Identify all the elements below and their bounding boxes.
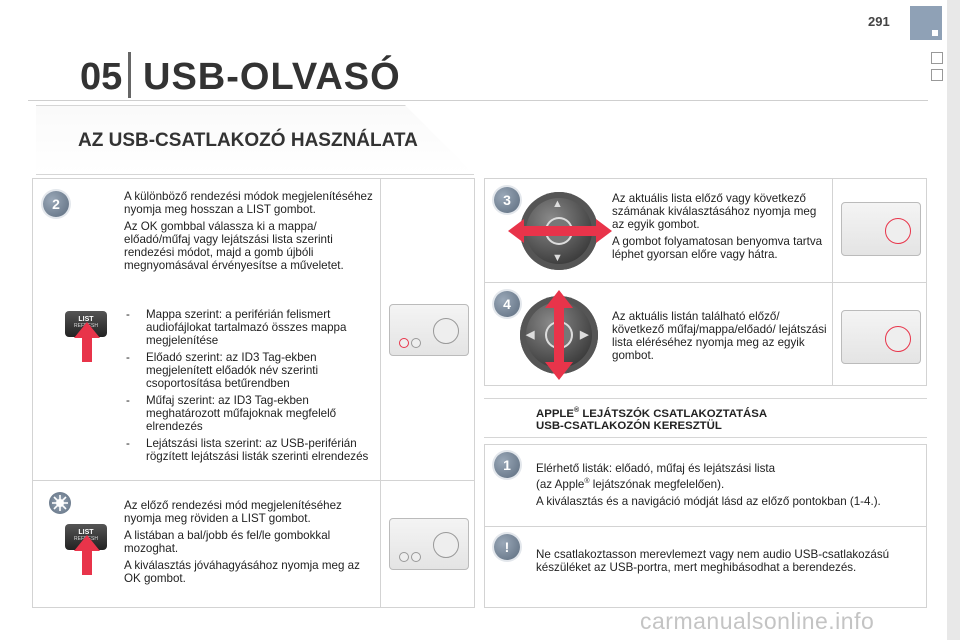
chapter-divider [128, 52, 131, 98]
left-intro: A különböző rendezési módok megjelenítés… [124, 190, 374, 276]
press-arrow-icon [74, 322, 100, 362]
step3-text-1: Az aktuális lista előző vagy következő s… [612, 192, 817, 231]
radio-illustration-4 [833, 300, 927, 376]
warning-text: Ne csatlakoztasson merevlemezt vagy nem … [536, 548, 890, 574]
chapter-title: USB-OLVASÓ [143, 56, 401, 98]
step-badge-2: 2 [43, 191, 69, 217]
left-panel-divider [380, 178, 381, 608]
up-down-arrow-icon [545, 290, 573, 380]
section-title: AZ USB-CSATLAKOZÓ HASZNÁLATA [78, 130, 418, 151]
page-corner-marker [910, 6, 942, 40]
left-panel-separator [32, 480, 475, 481]
apple-text-2: (az Apple® lejátszónak megfelelően). [536, 477, 725, 491]
chapter-number: 05 [80, 56, 123, 98]
step3-text: Az aktuális lista előző vagy következő s… [612, 192, 830, 265]
warning-icon: ! [494, 534, 520, 560]
left-intro-2: Az OK gombbal válassza ki a mappa/ előad… [124, 220, 344, 272]
apple-title: APPLE® LEJÁTSZÓK CSATLAKOZTATÁSA USB-CSA… [536, 407, 768, 432]
section-banner [36, 105, 475, 175]
apple-text-3: A kiválasztás és a navigáció módját lásd… [536, 494, 881, 508]
side-square-2 [931, 69, 943, 81]
apple-text-1: Elérhető listák: előadó, műfaj és lejáts… [536, 462, 776, 475]
right-panel-separator [484, 282, 927, 283]
sun-icon [49, 492, 71, 514]
step-badge-3: 3 [494, 187, 520, 213]
left-intro-1: A különböző rendezési módok megjelenítés… [124, 190, 373, 216]
radio-illustration-2 [381, 508, 475, 580]
step4-text: Az aktuális listán található előző/ köve… [612, 310, 830, 366]
page-side-rail [947, 0, 960, 640]
page-number: 291 [868, 14, 890, 29]
step3-text-2: A gombot folyamatosan benyomva tartva lé… [612, 235, 823, 261]
press-arrow-icon [74, 535, 100, 575]
watermark: carmanualsonline.info [640, 608, 875, 634]
step4-text-1: Az aktuális listán található előző/ köve… [612, 310, 827, 362]
list-item: Előadó szerint: az ID3 Tag-ekben megjele… [124, 351, 376, 390]
left-bottom-text: Az előző rendezési mód megjelenítéséhez … [124, 499, 374, 589]
radio-illustration-1 [381, 294, 475, 366]
left-bottom-3: A kiválasztás jóváhagyásához nyomja meg … [124, 559, 360, 585]
apple-panel-separator [484, 526, 927, 527]
list-item: Lejátszási lista szerint: az USB-perifér… [124, 437, 376, 463]
list-item: Műfaj szerint: az ID3 Tag-ekben meghatár… [124, 394, 376, 433]
left-right-arrow-icon [508, 219, 612, 243]
step-badge-4: 4 [494, 291, 520, 317]
step-badge-1: 1 [494, 452, 520, 478]
side-square-1 [931, 52, 943, 64]
left-bottom-1: Az előző rendezési mód megjelenítéséhez … [124, 499, 342, 525]
apple-banner [484, 398, 927, 438]
radio-illustration-3 [833, 192, 927, 268]
header-rule [28, 100, 928, 101]
left-bottom-2: A listában a bal/jobb és fel/le gombokka… [124, 529, 331, 555]
list-item: Mappa szerint: a periférián felismert au… [124, 308, 376, 347]
sort-mode-list: Mappa szerint: a periférián felismert au… [124, 308, 376, 467]
apple-text: Elérhető listák: előadó, műfaj és lejáts… [536, 462, 924, 512]
